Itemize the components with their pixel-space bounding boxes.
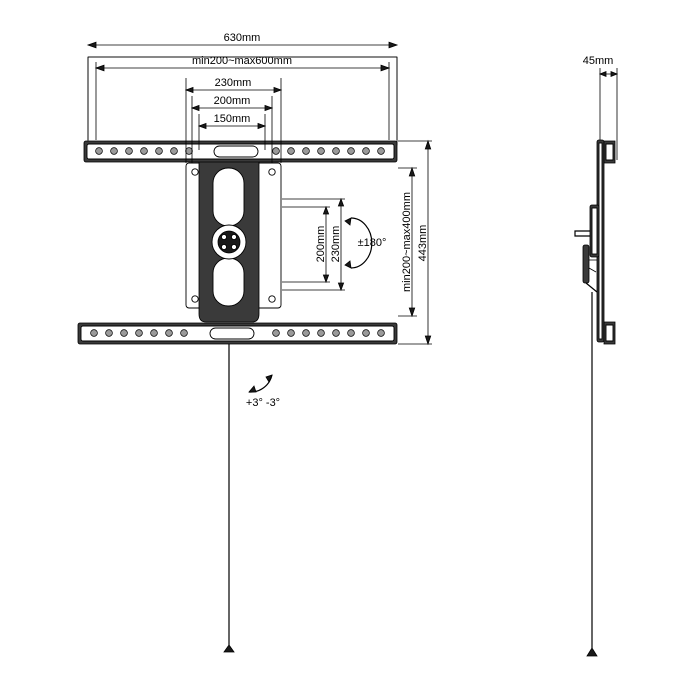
side-plumb-line xyxy=(586,292,598,657)
dim-overall-height-443: 443mm xyxy=(398,139,432,346)
label-200mm-width: 200mm xyxy=(214,95,251,107)
dim-width-200: 200mm xyxy=(190,95,274,163)
dim-vertical-range: min200~max400mm xyxy=(398,166,417,318)
side-top-bracket xyxy=(603,140,616,164)
side-arm-mechanism xyxy=(574,204,600,293)
swivel-angle-indicator: ±180° xyxy=(344,217,387,269)
label-tilt-angles: +3° -3° xyxy=(246,397,280,409)
label-200mm-height: 200mm xyxy=(315,226,327,263)
label-443mm: 443mm xyxy=(417,225,429,262)
dim-height-200: 200mm xyxy=(282,205,330,284)
dim-width-150: 150mm xyxy=(197,113,267,150)
label-45mm: 45mm xyxy=(583,55,614,67)
side-view-group: 45mm xyxy=(574,55,619,657)
front-view-group: 630mm min200~max600mm 230mm xyxy=(77,32,432,653)
dim-rail-range: min200~max600mm xyxy=(94,55,391,140)
dim-overall-width-630: 630mm xyxy=(86,32,399,140)
label-min200-max600mm: min200~max600mm xyxy=(192,55,292,67)
dim-depth-45: 45mm xyxy=(583,55,619,160)
dim-width-230: 230mm xyxy=(184,77,283,163)
plumb-line xyxy=(223,344,235,653)
top-rail xyxy=(83,140,398,163)
dim-height-230: 230mm xyxy=(282,197,345,292)
label-swivel-180: ±180° xyxy=(358,237,387,249)
side-bottom-bracket xyxy=(603,321,616,345)
label-630mm: 630mm xyxy=(224,32,261,44)
vertical-arm-plate xyxy=(198,149,260,323)
label-min200-max400mm: min200~max400mm xyxy=(401,192,413,292)
bottom-rail xyxy=(77,322,398,345)
label-230mm-height: 230mm xyxy=(330,226,342,263)
label-150mm-width: 150mm xyxy=(214,113,251,125)
tilt-angle-indicator: +3° -3° xyxy=(246,374,280,409)
label-230mm-width: 230mm xyxy=(215,77,252,89)
